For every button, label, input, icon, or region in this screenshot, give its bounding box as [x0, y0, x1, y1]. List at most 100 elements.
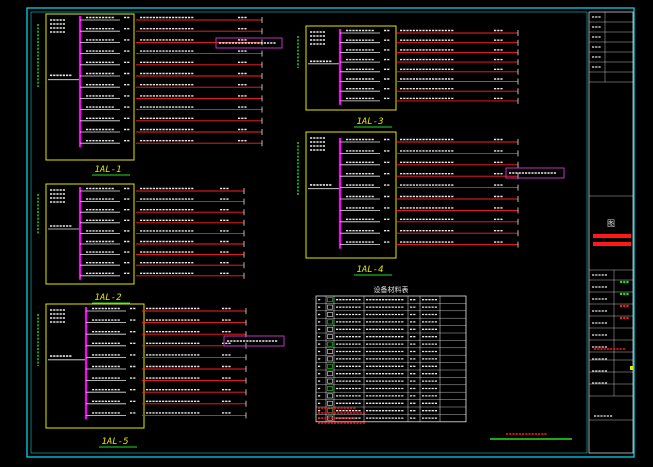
circuit-row [86, 307, 247, 314]
circuit-row [340, 195, 519, 202]
circuit-row [340, 58, 519, 66]
legend-symbol [327, 363, 333, 369]
circuit-row [340, 184, 519, 191]
circuit-row [80, 106, 263, 113]
legend-row [318, 319, 437, 325]
circuit-row [80, 61, 263, 68]
annotation-tag [215, 37, 283, 49]
circuit-row [86, 377, 247, 384]
legend-row [318, 378, 437, 384]
panel-label: 1AL-1 [94, 165, 121, 175]
panel-label: 1AL-5 [101, 437, 128, 447]
circuit-row [86, 412, 247, 419]
panel-1al-1: 1AL-1 [37, 13, 283, 176]
legend-row [318, 304, 437, 310]
circuit-row [80, 187, 245, 194]
title-block-frame [588, 11, 634, 454]
circuit-row [80, 50, 263, 57]
circuit-row [80, 95, 263, 102]
panel-1al-5: 1AL-5 [37, 303, 285, 448]
circuit-row [340, 88, 519, 95]
circuit-row [80, 251, 245, 258]
circuit-row [340, 241, 519, 248]
outer-frame [26, 7, 635, 458]
panel-enclosure [45, 303, 145, 429]
equipment-legend-table: 设备材料表 [315, 285, 572, 440]
circuit-row [86, 319, 247, 326]
panel-enclosure [45, 183, 135, 285]
legend-symbol [327, 341, 333, 347]
legend-row [318, 312, 437, 317]
circuit-row [340, 173, 519, 180]
title-block-stamp: 图 [607, 219, 615, 228]
circuit-row [340, 68, 519, 75]
distribution-panels: 1AL-1 1AL-2 1AL-3 1AL-4 1AL-5 [37, 13, 565, 448]
circuit-row [80, 209, 245, 216]
circuit-row [86, 354, 247, 361]
circuit-row [80, 219, 245, 226]
legend-symbol [327, 297, 333, 303]
legend-row [318, 334, 437, 340]
legend-row [318, 400, 437, 406]
circuit-row [86, 389, 247, 396]
legend-symbol [327, 326, 333, 332]
title-block-red-bar [593, 234, 631, 238]
annotation-tag [223, 335, 285, 347]
circuit-row [80, 84, 263, 91]
panel-label: 1AL-4 [356, 265, 383, 275]
legend-title: 设备材料表 [374, 285, 409, 294]
legend-symbol [327, 378, 333, 384]
legend-row [318, 363, 437, 369]
circuit-row [340, 97, 519, 104]
legend-symbol [327, 386, 333, 391]
circuit-row [80, 72, 263, 79]
legend-symbol [327, 400, 333, 406]
circuit-row [340, 138, 519, 145]
legend-symbol [327, 393, 333, 399]
circuit-row [340, 230, 519, 237]
legend-frame [315, 295, 467, 423]
legend-symbol [327, 319, 333, 325]
panel-label: 1AL-2 [94, 293, 121, 303]
circuit-row [80, 198, 245, 205]
circuit-row [80, 240, 245, 247]
legend-symbol [327, 349, 333, 354]
panel-enclosure [45, 13, 135, 161]
legend-symbol [327, 371, 333, 377]
legend-row [318, 408, 437, 414]
panel-1al-4: 1AL-4 [297, 131, 565, 276]
circuit-row [86, 331, 247, 338]
circuit-row [340, 207, 519, 214]
panel-enclosure [305, 25, 397, 111]
circuit-row [340, 39, 519, 46]
circuit-row [340, 150, 519, 157]
panel-label: 1AL-3 [356, 117, 383, 127]
circuit-row [86, 365, 247, 372]
legend-row [318, 341, 437, 347]
title-block-marker [630, 366, 633, 370]
legend-symbol [327, 312, 333, 317]
circuit-row [80, 28, 263, 35]
title-block-red-bar [593, 242, 631, 246]
legend-row [318, 386, 437, 391]
circuit-row [86, 400, 247, 407]
circuit-row [80, 117, 263, 124]
circuit-row [80, 262, 245, 269]
legend-row [318, 356, 437, 362]
circuit-row [80, 230, 245, 237]
legend-symbol [327, 408, 333, 414]
circuit-row [340, 78, 519, 85]
circuit-row [80, 272, 245, 279]
legend-symbol [327, 304, 333, 310]
legend-symbol [327, 334, 333, 340]
circuit-row [80, 128, 263, 135]
panel-1al-3: 1AL-3 [297, 25, 519, 128]
legend-row [318, 326, 437, 332]
legend-symbol [327, 356, 333, 362]
legend-row [318, 371, 437, 377]
panel-enclosure [305, 131, 397, 259]
circuit-row [340, 161, 519, 168]
panel-1al-2: 1AL-2 [37, 183, 245, 304]
title-block: 图 [588, 11, 634, 454]
